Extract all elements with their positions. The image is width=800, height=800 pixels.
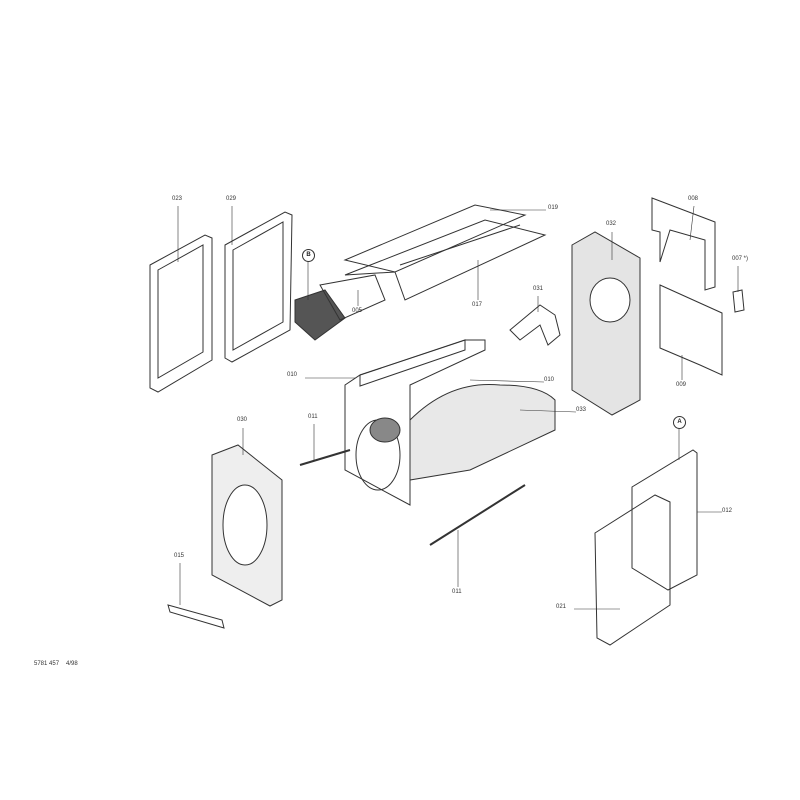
label-015: 015 bbox=[174, 553, 185, 559]
label-021: 021 bbox=[556, 604, 567, 610]
label-011-lower: 011 bbox=[452, 589, 462, 595]
label-030: 030 bbox=[237, 417, 248, 423]
label-032: 032 bbox=[606, 221, 617, 227]
callout-a: A bbox=[673, 416, 686, 429]
label-029: 029 bbox=[226, 196, 237, 202]
part-007-clip bbox=[732, 289, 745, 313]
drawing-number: 5781 457 bbox=[34, 661, 60, 667]
drawing-date: 4/98 bbox=[66, 661, 78, 667]
label-010-left: 010 bbox=[287, 372, 298, 378]
part-009-plate bbox=[659, 284, 723, 376]
part-029-frame bbox=[224, 211, 293, 363]
label-008: 008 bbox=[688, 196, 699, 202]
label-005: 005 bbox=[352, 308, 363, 314]
label-023: 023 bbox=[172, 196, 183, 202]
part-008-plate bbox=[651, 197, 716, 291]
label-007: 007 *) bbox=[732, 256, 749, 262]
part-015-strip bbox=[167, 604, 225, 629]
part-032-insulation bbox=[571, 231, 641, 416]
boiler-body bbox=[344, 339, 556, 506]
part-012-side-panel bbox=[631, 449, 698, 591]
part-030-front-insulation bbox=[211, 444, 283, 607]
callout-b: B bbox=[302, 249, 315, 262]
part-023-frame bbox=[149, 234, 213, 393]
label-031: 031 bbox=[533, 286, 544, 292]
leader-lines bbox=[177, 205, 739, 610]
label-010-right: 010 bbox=[544, 377, 555, 383]
label-019: 019 bbox=[548, 205, 559, 211]
part-019-017-top-panels bbox=[343, 204, 547, 301]
part-005-control-unit bbox=[294, 274, 386, 341]
part-011-rod-lower bbox=[429, 484, 526, 546]
label-033: 033 bbox=[576, 407, 587, 413]
part-011-rod-upper bbox=[299, 449, 351, 466]
label-009: 009 bbox=[676, 382, 687, 388]
part-031-bracket bbox=[509, 304, 561, 346]
label-017: 017 bbox=[472, 302, 483, 308]
label-011-upper: 011 bbox=[308, 414, 318, 420]
part-021-side-panel bbox=[594, 494, 671, 646]
label-012: 012 bbox=[722, 508, 733, 514]
